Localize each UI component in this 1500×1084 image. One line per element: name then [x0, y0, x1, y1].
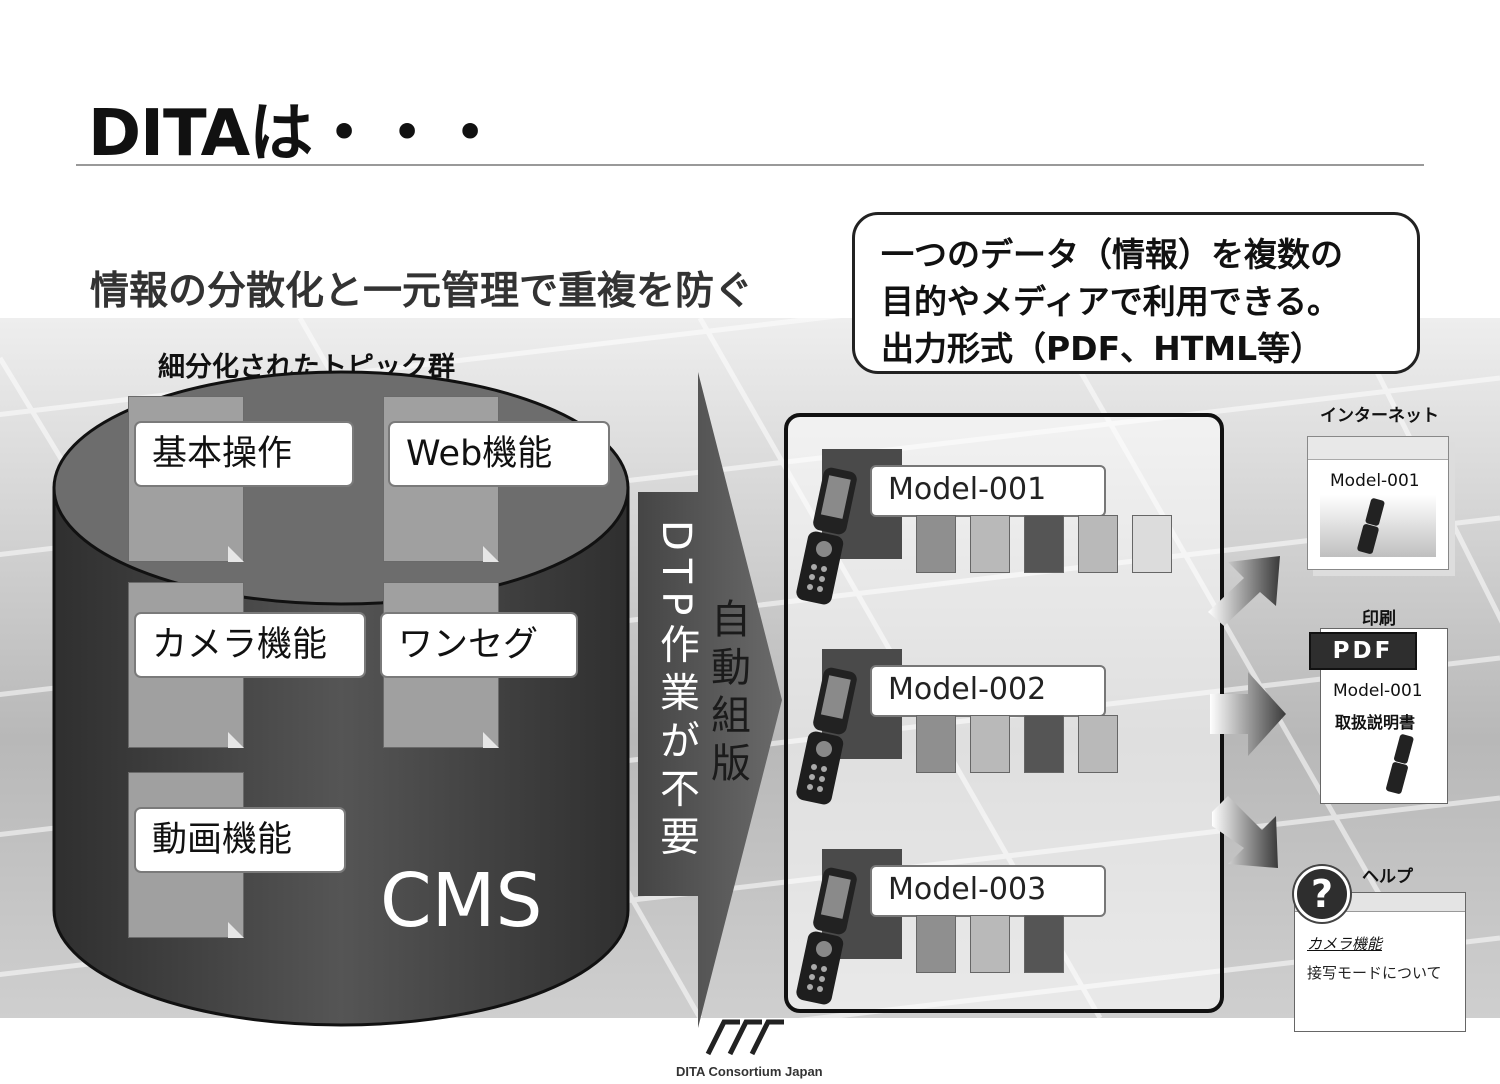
arrow-to-print: [1210, 672, 1286, 756]
browser-toolbar: [1308, 437, 1448, 460]
pdf-badge: PDF: [1309, 632, 1417, 670]
doc-page: [1024, 915, 1064, 973]
model-label: Model-003: [870, 865, 1106, 917]
help-question-icon: ?: [1294, 866, 1350, 922]
doc-page: [916, 515, 956, 573]
pdf-doc-title: 取扱説明書: [1335, 713, 1416, 732]
models-panel: Model-001 Model-002: [784, 413, 1224, 1013]
model-group: Model-001: [788, 429, 1228, 609]
help-topic-link[interactable]: カメラ機能: [1307, 935, 1383, 953]
model-label: Model-001: [870, 465, 1106, 517]
title-divider: [76, 164, 1424, 166]
help-body: 接写モードについて: [1307, 964, 1442, 982]
arrow-text-auto-layout: 自動組版: [704, 598, 750, 790]
pdf-model-label: Model-001: [1333, 681, 1423, 701]
browser-window: Model-001: [1307, 436, 1449, 570]
doc-page: [916, 715, 956, 773]
subtitle: 情報の分散化と一元管理で重複を防ぐ: [90, 269, 754, 314]
doc-page: [1024, 715, 1064, 773]
model-group: Model-003: [788, 829, 1228, 1009]
callout-box: 一つのデータ（情報）を複数の 目的やメディアで利用できる。 出力形式（PDF、H…: [852, 212, 1420, 374]
browser-model-label: Model-001: [1330, 471, 1420, 491]
phone-icon: [796, 467, 857, 605]
arrow-text-no-dtp: DTP作業が不要: [653, 520, 699, 864]
topic-label: 動画機能: [134, 807, 346, 873]
doc-page: [1078, 715, 1118, 773]
arrow-to-help: [1212, 796, 1278, 868]
cms-label: CMS: [380, 858, 543, 944]
print-caption: 印刷: [1362, 609, 1396, 629]
dita-logo-icon: [705, 1019, 784, 1056]
doc-page: [1024, 515, 1064, 573]
arrow-to-internet: [1208, 556, 1280, 626]
callout-line: 目的やメディアで利用できる。: [881, 282, 1341, 321]
doc-page: [970, 715, 1010, 773]
topic-label: Web機能: [388, 421, 610, 487]
internet-caption: インターネット: [1320, 406, 1439, 426]
callout-line: 出力形式（PDF、HTML等）: [881, 329, 1324, 368]
logo-text: DITA Consortium Japan: [676, 1064, 823, 1079]
model-label: Model-002: [870, 665, 1106, 717]
phone-icon: [796, 867, 857, 1005]
callout-line: 一つのデータ（情報）を複数の: [881, 235, 1343, 274]
phone-icon: [1357, 498, 1385, 554]
topic-label: ワンセグ: [380, 612, 578, 678]
doc-page: [970, 915, 1010, 973]
phone-icon: [796, 667, 857, 805]
doc-page: [916, 915, 956, 973]
doc-page: [1132, 515, 1172, 573]
page-title: DITAは・・・: [88, 97, 502, 171]
help-caption: ヘルプ: [1362, 867, 1413, 887]
doc-page: [1078, 515, 1118, 573]
model-group: Model-002: [788, 629, 1228, 809]
topic-label: 基本操作: [134, 421, 354, 487]
topic-label: カメラ機能: [134, 612, 366, 678]
phone-icon: [1386, 734, 1414, 794]
doc-page: [970, 515, 1010, 573]
